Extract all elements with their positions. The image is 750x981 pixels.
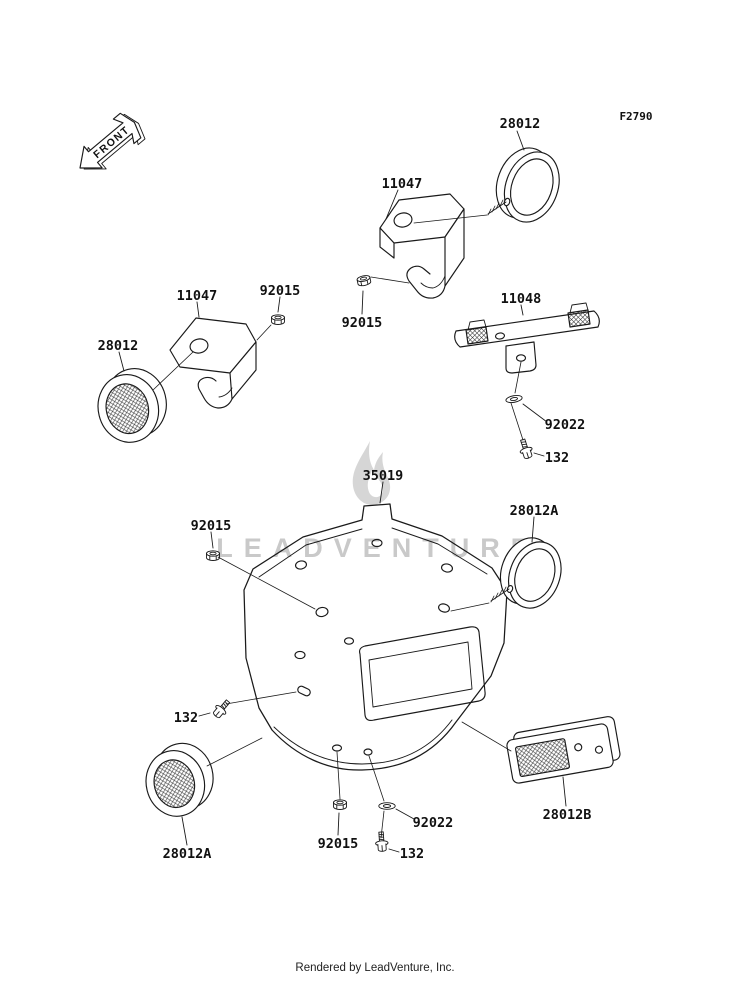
part-label-28012b[interactable]: 28012B — [543, 807, 592, 823]
part-label-11047-top[interactable]: 11047 — [382, 176, 423, 192]
part-reflector-28012b-rect[interactable] — [505, 716, 622, 784]
watermark-text: LEADVENTURE — [216, 533, 540, 563]
part-washer-92022-bottom[interactable] — [378, 802, 396, 810]
leader-lines — [118, 130, 567, 853]
part-label-11047-left[interactable]: 11047 — [177, 288, 218, 304]
part-label-132-bottom[interactable]: 132 — [400, 846, 424, 862]
part-nut-92015-left[interactable] — [270, 314, 286, 326]
part-reflector-28012a-bottom[interactable] — [138, 737, 221, 822]
part-label-92022-bottom[interactable]: 92022 — [413, 815, 454, 831]
part-nut-92015-mid[interactable] — [205, 550, 221, 562]
part-label-92015-top[interactable]: 92015 — [342, 315, 383, 331]
part-main-bracket-35019[interactable] — [243, 503, 508, 771]
part-label-92022-right[interactable]: 92022 — [545, 417, 586, 433]
part-bracket-11047-top[interactable] — [379, 193, 465, 299]
part-reflector-28012-left[interactable] — [90, 362, 174, 449]
part-label-28012a-right[interactable]: 28012A — [510, 503, 559, 519]
footer-credit: Rendered by LeadVenture, Inc. — [295, 962, 454, 974]
flame-watermark-inner — [367, 470, 383, 498]
part-label-35019[interactable]: 35019 — [363, 468, 404, 484]
part-label-132-right[interactable]: 132 — [545, 450, 569, 466]
assembly-lines — [152, 214, 524, 839]
part-label-28012-top[interactable]: 28012 — [500, 116, 541, 132]
part-reflector-28012-top[interactable] — [487, 140, 569, 229]
part-nut-92015-bottom[interactable] — [332, 799, 348, 811]
part-reflector-28012a-right[interactable] — [490, 531, 570, 616]
part-label-92015-mid[interactable]: 92015 — [191, 518, 232, 534]
part-label-28012a-bottom[interactable]: 28012A — [163, 846, 212, 862]
part-label-92015-bottom[interactable]: 92015 — [318, 836, 359, 852]
part-label-132-left[interactable]: 132 — [174, 710, 198, 726]
part-stay-11048[interactable] — [454, 302, 600, 374]
part-label-92015-left[interactable]: 92015 — [260, 283, 301, 299]
part-label-28012-left[interactable]: 28012 — [98, 338, 139, 354]
part-bracket-11047-left[interactable] — [169, 317, 272, 409]
part-label-11048[interactable]: 11048 — [501, 291, 542, 307]
diagram-code-label: F2790 — [619, 110, 652, 123]
